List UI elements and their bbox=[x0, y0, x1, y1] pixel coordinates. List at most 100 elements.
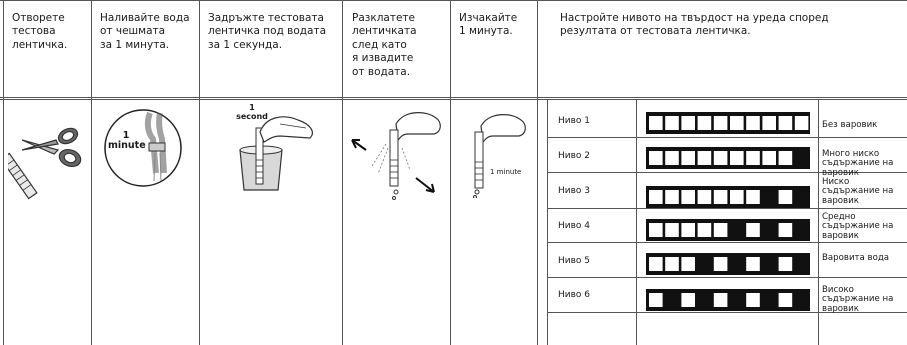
strip-square bbox=[697, 190, 712, 204]
strip-square bbox=[697, 223, 712, 237]
test-strip-pattern bbox=[646, 147, 810, 169]
strip-square bbox=[794, 293, 809, 307]
strip-square bbox=[713, 151, 728, 165]
strip-square bbox=[778, 293, 793, 307]
strip-square bbox=[794, 116, 809, 130]
strip-square bbox=[665, 151, 679, 165]
step-5-text: Изчакайте 1 минута. bbox=[459, 12, 518, 38]
hardness-description: Варовита вода bbox=[822, 253, 890, 263]
dip-duration-label: 1 second bbox=[236, 103, 268, 121]
column-divider bbox=[450, 0, 451, 345]
column-divider bbox=[537, 0, 538, 345]
step-1-text: Отворете тестова лентичка. bbox=[12, 12, 68, 51]
strip-square bbox=[649, 116, 663, 130]
strip-square bbox=[697, 151, 712, 165]
strip-square bbox=[762, 293, 776, 307]
table-row-divider bbox=[547, 277, 907, 278]
strip-square bbox=[713, 223, 728, 237]
scissors-strip-illustration bbox=[8, 127, 82, 200]
strip-square bbox=[730, 293, 744, 307]
table-column-divider bbox=[636, 100, 637, 345]
strip-square bbox=[649, 293, 663, 307]
shake-strip-illustration bbox=[351, 112, 441, 200]
strip-square bbox=[730, 223, 744, 237]
level-label: Ниво 3 bbox=[558, 186, 591, 196]
table-row-divider bbox=[547, 242, 907, 243]
wait-strip-illustration bbox=[473, 114, 526, 198]
strip-square bbox=[697, 116, 712, 130]
level-label: Ниво 6 bbox=[558, 290, 591, 300]
header-divider-2 bbox=[0, 99, 907, 100]
strip-square bbox=[681, 116, 695, 130]
column-divider bbox=[342, 0, 343, 345]
strip-square bbox=[681, 223, 695, 237]
test-strip-pattern bbox=[646, 253, 810, 275]
strip-square bbox=[649, 151, 663, 165]
strip-square bbox=[697, 257, 712, 271]
strip-square bbox=[665, 293, 679, 307]
strip-square bbox=[746, 116, 760, 130]
strip-square bbox=[778, 151, 793, 165]
level-label: Ниво 2 bbox=[558, 150, 591, 161]
strip-square bbox=[665, 223, 679, 237]
strip-square bbox=[762, 151, 776, 165]
hardness-description: Ниско съдържание на варовик bbox=[822, 177, 894, 206]
table-row-divider bbox=[547, 208, 907, 209]
strip-square bbox=[649, 257, 663, 271]
strip-square bbox=[730, 151, 744, 165]
test-strip-pattern bbox=[646, 112, 810, 134]
column-divider bbox=[3, 0, 4, 345]
table-column-divider bbox=[818, 100, 819, 345]
table-row-divider bbox=[547, 137, 907, 138]
strip-square bbox=[762, 223, 776, 237]
column-divider bbox=[547, 100, 548, 345]
strip-square bbox=[746, 257, 760, 271]
strip-square bbox=[713, 293, 728, 307]
wait-duration-label: 1 minute bbox=[490, 168, 522, 176]
strip-square bbox=[713, 257, 728, 271]
strip-square bbox=[681, 151, 695, 165]
strip-square bbox=[762, 257, 776, 271]
column-divider bbox=[91, 0, 92, 345]
strip-square bbox=[778, 257, 793, 271]
level-label: Ниво 4 bbox=[558, 221, 591, 231]
level-label: Ниво 5 bbox=[558, 255, 591, 266]
strip-square bbox=[794, 223, 809, 237]
strip-square bbox=[762, 190, 776, 204]
hardness-description: Много ниско съдържание на варовик bbox=[822, 149, 894, 178]
strip-square bbox=[665, 116, 679, 130]
step-4-text: Разклатете лентичката след като я извади… bbox=[352, 12, 417, 78]
hardness-description: Средно съдържание на варовик bbox=[822, 212, 894, 241]
strip-square bbox=[730, 190, 744, 204]
hardness-description: Високо съдържание на варовик bbox=[822, 285, 894, 314]
step-6-text: Настройте нивото на твърдост на уреда сп… bbox=[560, 12, 829, 38]
strip-square bbox=[762, 116, 776, 130]
strip-square bbox=[649, 190, 663, 204]
strip-square bbox=[713, 116, 728, 130]
strip-square bbox=[681, 293, 695, 307]
strip-square bbox=[746, 190, 760, 204]
strip-square bbox=[794, 190, 809, 204]
header-divider bbox=[0, 97, 907, 98]
strip-square bbox=[778, 116, 793, 130]
test-strip-pattern bbox=[646, 219, 810, 241]
strip-square bbox=[681, 190, 695, 204]
test-strip-pattern bbox=[646, 186, 810, 208]
strip-square bbox=[746, 151, 760, 165]
table-row-divider bbox=[547, 172, 907, 173]
strip-square bbox=[778, 190, 793, 204]
strip-square bbox=[681, 257, 695, 271]
step-3-text: Задръжте тестовата лентичка под водата з… bbox=[208, 12, 327, 51]
strip-square bbox=[665, 190, 679, 204]
column-divider bbox=[199, 0, 200, 345]
tap-water-illustration bbox=[104, 109, 182, 187]
strip-square bbox=[730, 257, 744, 271]
strip-square bbox=[746, 293, 760, 307]
tap-duration-label: 1 minute bbox=[108, 130, 146, 151]
strip-square bbox=[794, 151, 809, 165]
test-strip-pattern bbox=[646, 289, 810, 311]
dip-strip-illustration bbox=[239, 116, 313, 191]
strip-square bbox=[649, 223, 663, 237]
strip-square bbox=[665, 257, 679, 271]
